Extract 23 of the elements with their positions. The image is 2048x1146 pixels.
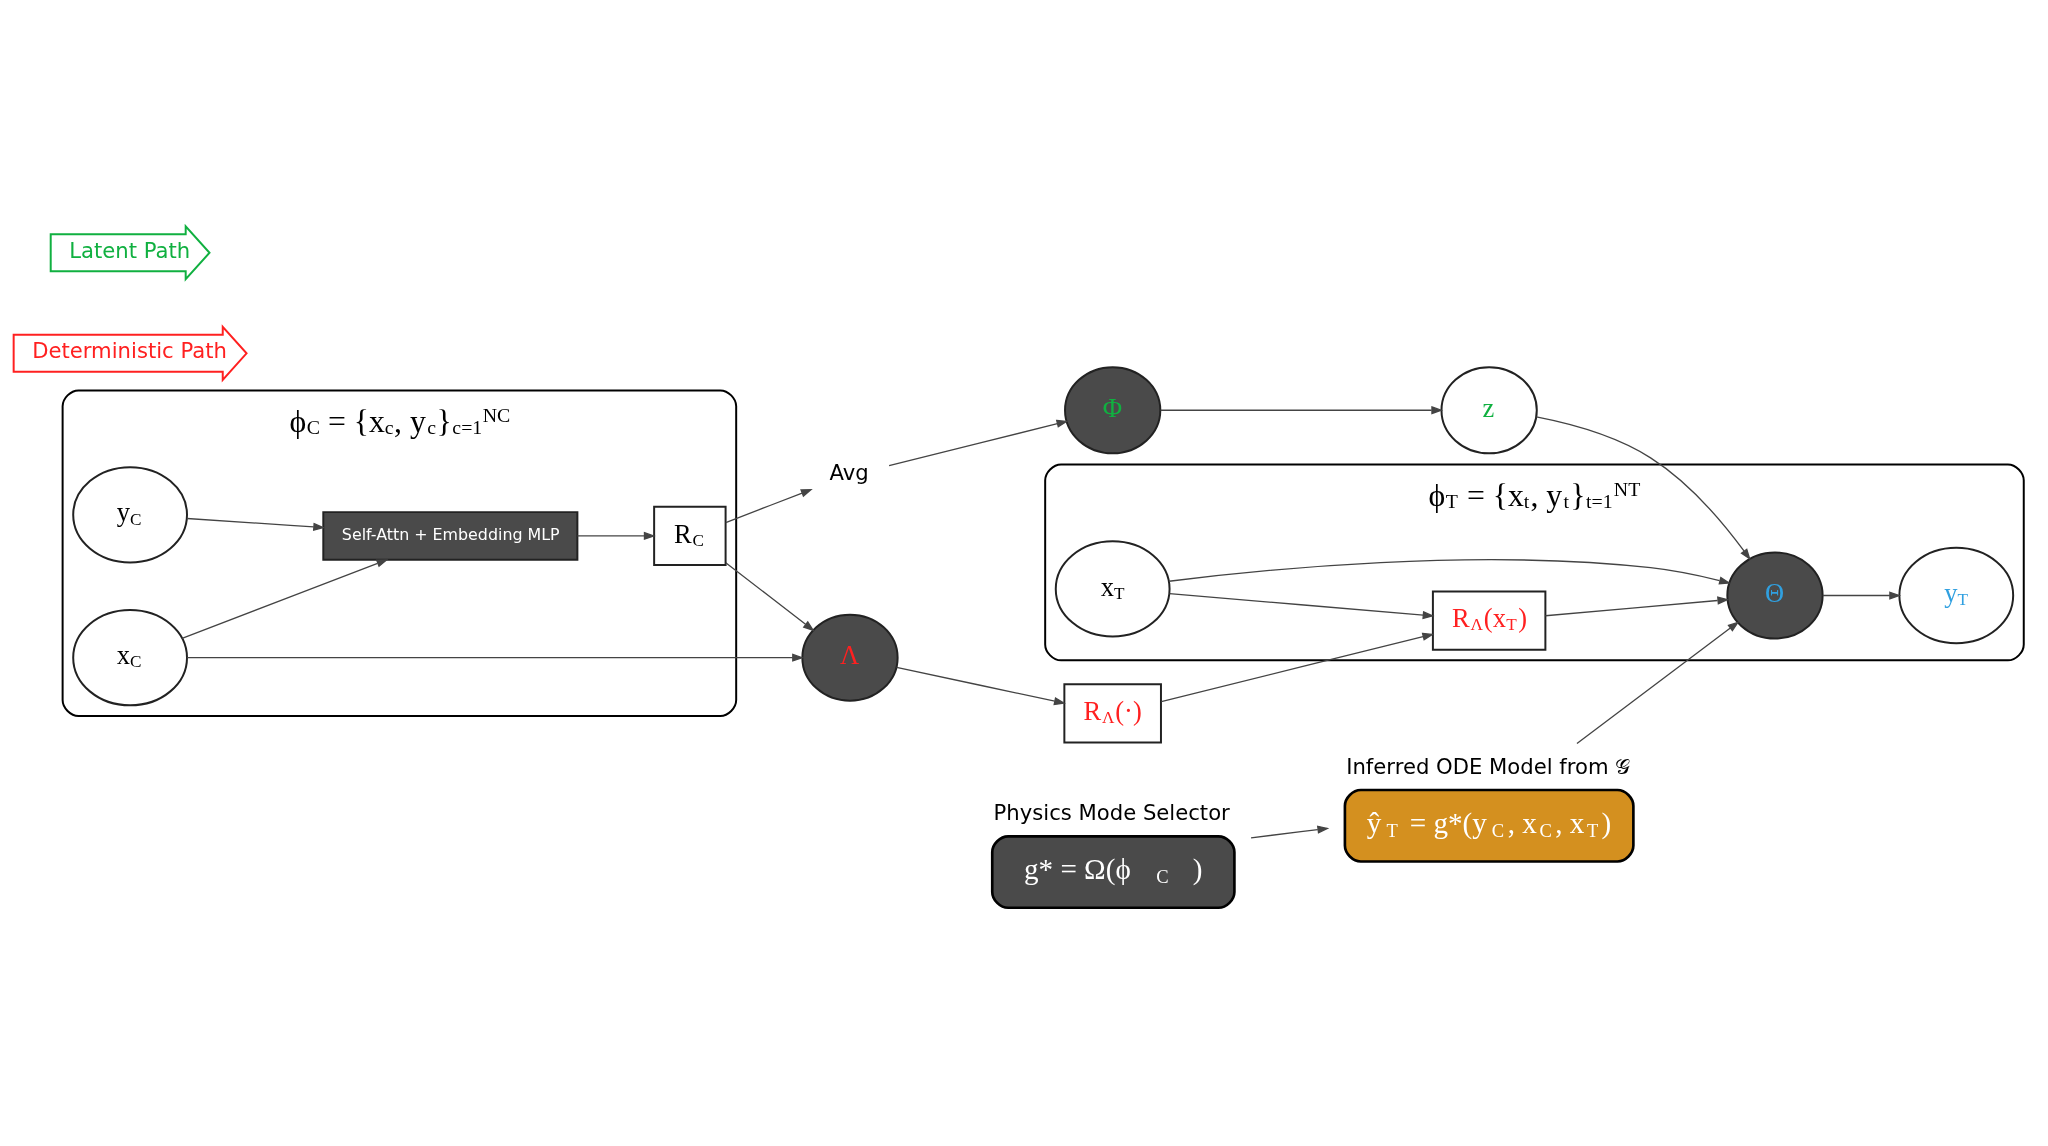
node-label: Physics Mode Selector <box>993 800 1230 826</box>
node-circle: Φ <box>1064 366 1162 455</box>
arrow <box>1250 825 1330 839</box>
arrow <box>1168 559 1731 585</box>
arrow <box>576 531 656 541</box>
node-box: Self-Attn + Embedding MLP <box>322 511 579 561</box>
arrow <box>895 666 1066 706</box>
arrow <box>186 517 326 532</box>
arrow <box>181 559 389 639</box>
arrow <box>186 653 805 662</box>
arrow <box>888 419 1069 467</box>
node-circle: z <box>1440 366 1538 455</box>
arrow <box>1160 632 1435 703</box>
arrow <box>725 562 815 632</box>
arrow <box>1576 621 1740 745</box>
arrow <box>1168 592 1435 620</box>
arrow <box>1822 591 1902 600</box>
arrow <box>1159 406 1444 415</box>
node-text: Avg <box>829 460 869 486</box>
arrow <box>725 488 813 524</box>
node-label: Inferred ODE Model from 𝒢 <box>1346 753 1631 779</box>
arrow <box>1535 416 1751 561</box>
arrow <box>1544 596 1730 617</box>
